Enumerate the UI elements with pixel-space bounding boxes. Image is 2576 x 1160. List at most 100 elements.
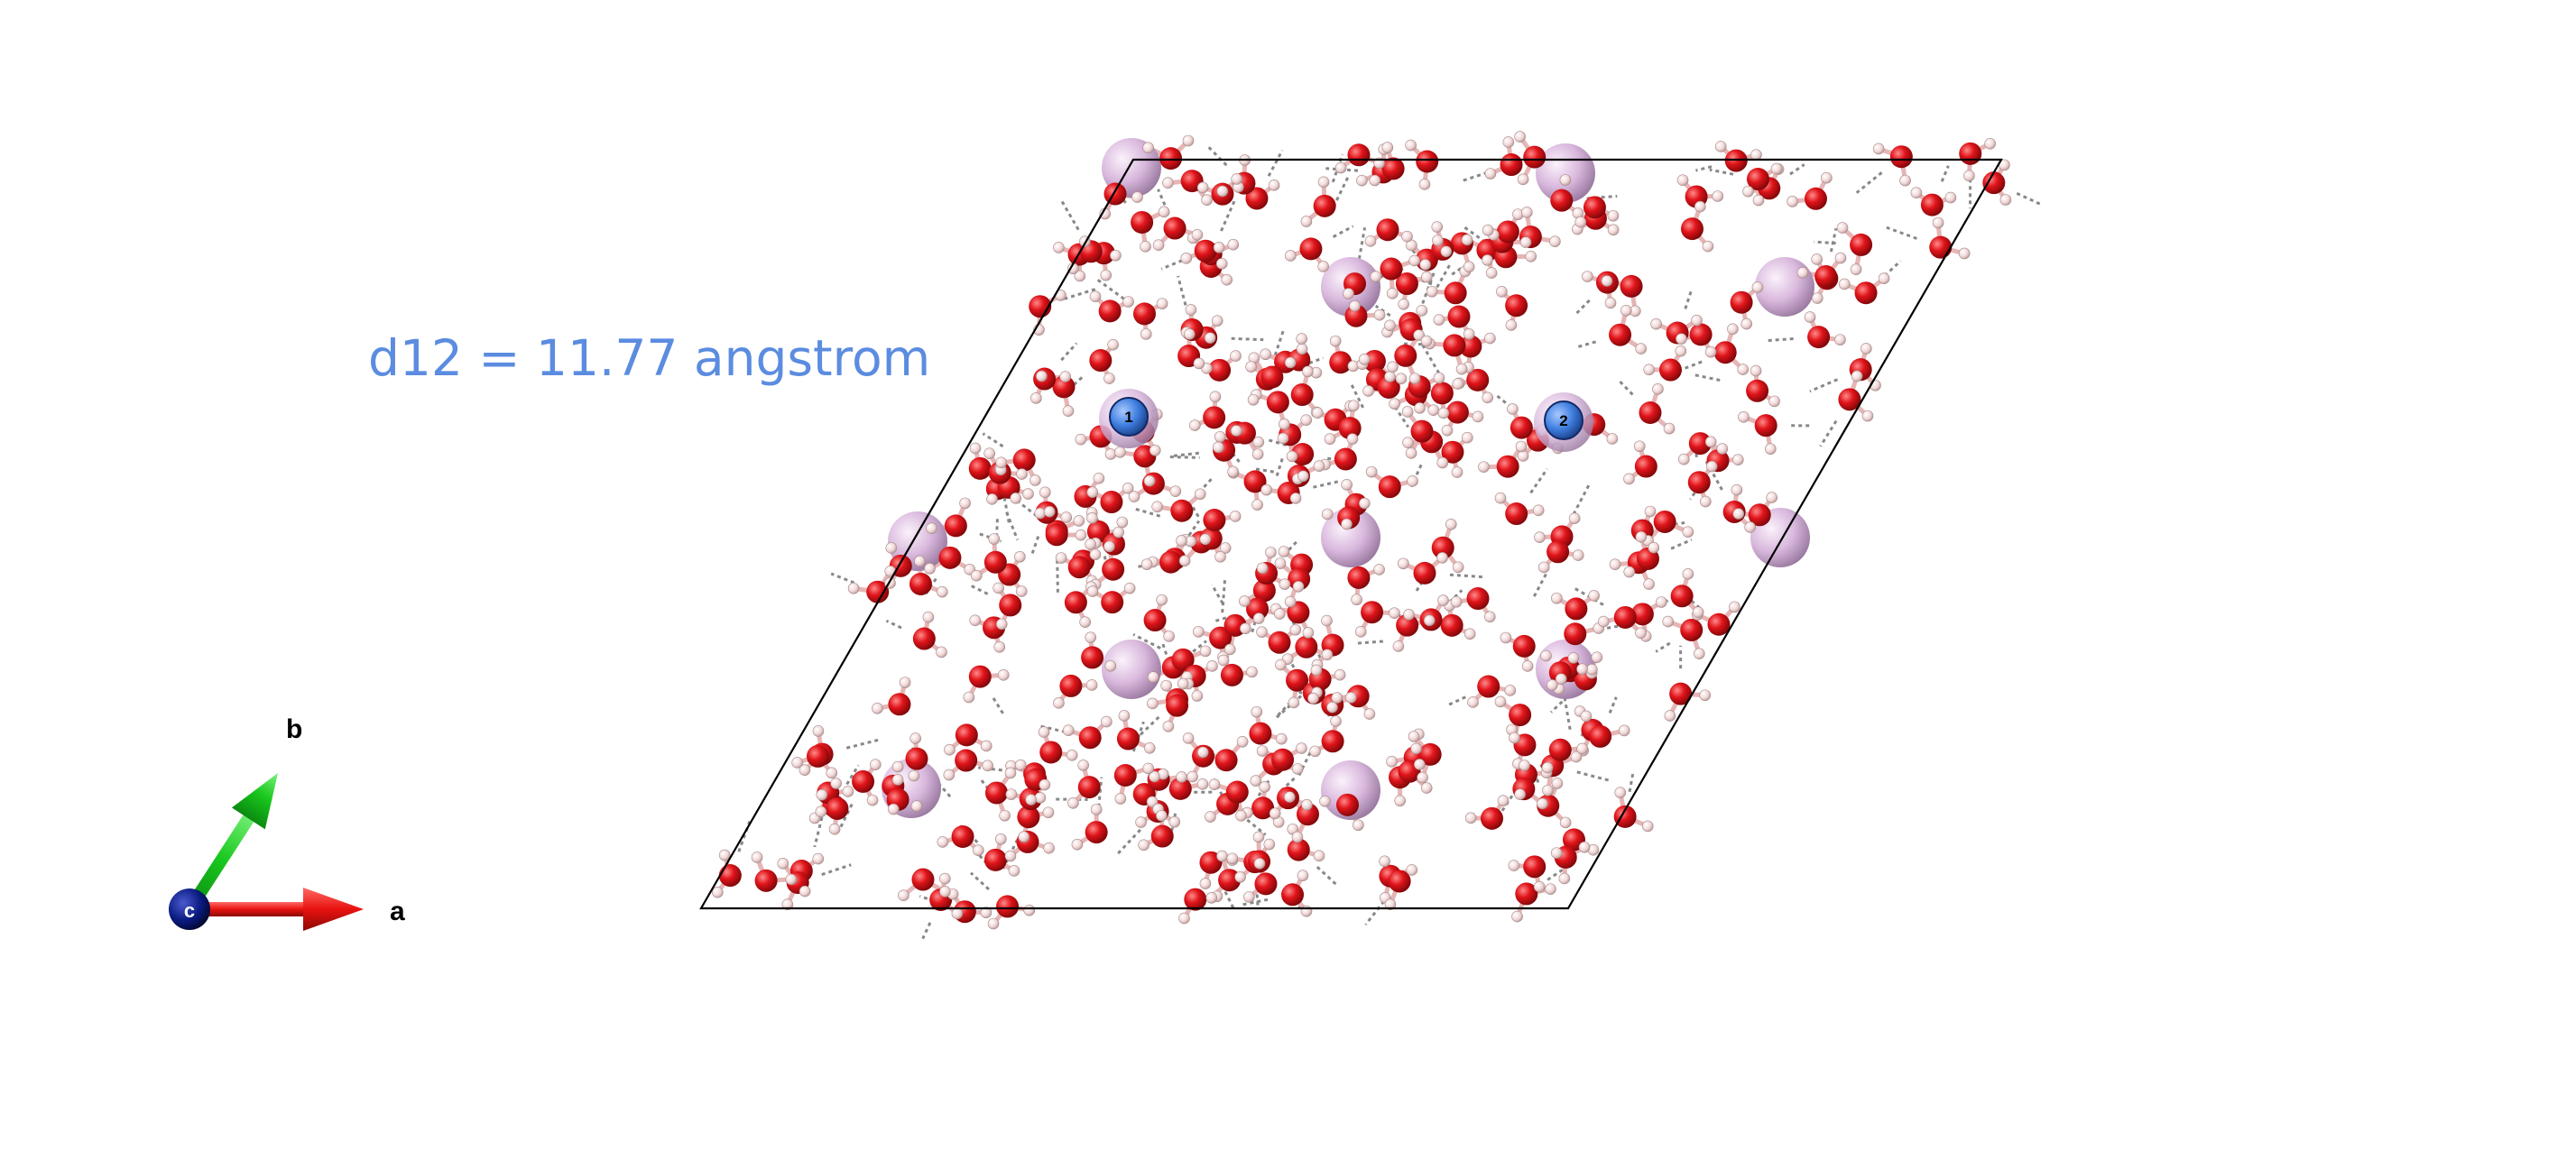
hydrogen-atom (1197, 182, 1208, 193)
hydrogen-bond (1831, 228, 1835, 252)
hydrogen-atom (1119, 710, 1130, 721)
hydrogen-atom (1551, 593, 1562, 603)
hydrogen-atom (1420, 259, 1431, 270)
hydrogen-atom (1408, 731, 1419, 741)
hydrogen-atom (1473, 411, 1483, 422)
hydrogen-atom (1568, 652, 1579, 663)
hydrogen-atom (1355, 626, 1366, 637)
hydrogen-atom (1290, 493, 1301, 503)
oxygen-atom (1013, 448, 1036, 471)
hydrogen-bond (1695, 375, 1722, 381)
hydrogen-atom (1678, 454, 1689, 465)
hydrogen-atom (1074, 515, 1085, 526)
hydrogen-atom (1538, 562, 1549, 573)
hydrogen-atom (1237, 736, 1248, 747)
hydrogen-bond (1610, 697, 1616, 713)
hydrogen-atom (1353, 820, 1363, 831)
hydrogen-bond (1159, 189, 1166, 205)
hydrogen-bond (1565, 697, 1570, 731)
oxygen-atom (1260, 366, 1283, 389)
oxygen-atom (1347, 566, 1370, 589)
hydrogen-atom (1260, 349, 1271, 360)
hydrogen-atom (1218, 655, 1229, 666)
hydrogen-atom (1205, 333, 1215, 344)
hydrogen-atom (1209, 779, 1220, 790)
hydrogen-atom (1453, 562, 1463, 573)
hydrogen-atom (1403, 609, 1414, 620)
hydrogen-atom (1705, 437, 1716, 447)
hydrogen-atom (1343, 289, 1353, 299)
hydrogen-atom (1608, 210, 1619, 221)
hydrogen-atom (712, 887, 723, 898)
hydrogen-atom (1091, 804, 1102, 815)
hydrogen-atom (1303, 627, 1314, 638)
hydrogen-atom (994, 641, 1005, 652)
hydrogen-atom (1279, 579, 1290, 590)
hydrogen-atom (1750, 365, 1761, 376)
hydrogen-atom (1169, 816, 1180, 827)
hydrogen-bond (971, 873, 989, 889)
hydrogen-atom (1419, 179, 1430, 189)
hydrogen-atom (1029, 474, 1040, 485)
hydrogen-atom (1451, 596, 1462, 607)
hydrogen-atom (1162, 178, 1173, 189)
hydrogen-atom (984, 448, 995, 459)
selected-atom-2[interactable]: 2 (1534, 392, 1593, 452)
hydrogen-atom (944, 744, 955, 755)
hydrogen-atom (1080, 617, 1091, 628)
hydrogen-bond (1447, 697, 1465, 705)
hydrogen-atom (1738, 364, 1749, 375)
oxygen-atom (1151, 825, 1174, 848)
hydrogen-atom (1515, 789, 1526, 800)
oxygen-atom (1164, 217, 1186, 240)
hydrogen-atom (1387, 362, 1398, 373)
hydrogen-atom (1321, 615, 1332, 626)
a-axis-label: a (390, 897, 405, 926)
oxygen-atom (1500, 153, 1523, 176)
hydrogen-atom (1683, 568, 1694, 579)
hydrogen-atom (1293, 581, 1304, 592)
selected-atom-1[interactable]: 1 (1099, 389, 1159, 448)
hydrogen-atom (1933, 217, 1944, 228)
hydrogen-atom (892, 774, 903, 785)
hydrogen-atom (1706, 461, 1717, 472)
hydrogen-atom (1140, 241, 1151, 252)
hydrogen-atom (1177, 771, 1187, 782)
hydrogen-atom (1177, 678, 1188, 689)
hydrogen-bond (1207, 145, 1227, 165)
hydrogen-bond (1887, 227, 1917, 238)
hydrogen-bond (1118, 830, 1140, 854)
hydrogen-atom (1437, 552, 1448, 563)
hydrogen-atom (813, 853, 824, 864)
oxygen-atom (1291, 383, 1314, 406)
hydrogen-atom (1421, 336, 1432, 346)
oxygen-atom (1394, 345, 1417, 367)
hydrogen-atom (1636, 531, 1647, 542)
hydrogen-atom (1683, 527, 1694, 538)
hydrogen-atom (1771, 163, 1782, 174)
hydrogen-atom (1101, 270, 1112, 281)
hydrogen-atom (1136, 817, 1147, 828)
hydrogen-atom (1222, 274, 1233, 285)
hydrogen-atom (1851, 371, 1862, 382)
hydrogen-atom (1542, 785, 1553, 796)
hydrogen-atom (926, 523, 937, 534)
oxygen-atom (807, 745, 829, 768)
hydrogen-atom (1506, 319, 1517, 330)
hydrogen-bond (1630, 773, 1633, 792)
oxygen-atom (1203, 406, 1225, 428)
hydrogen-atom (1542, 762, 1553, 773)
hydrogen-atom (1105, 660, 1116, 671)
hydrogen-bond (1942, 166, 1948, 181)
hydrogen-atom (799, 886, 810, 897)
oxygen-atom (1379, 475, 1401, 498)
hydrogen-bond (1007, 512, 1018, 540)
oxygen-atom (969, 666, 992, 688)
hydrogen-atom (1163, 721, 1174, 732)
oxygen-atom (1513, 635, 1536, 658)
oxygen-atom (1505, 502, 1528, 525)
hydrogen-atom (1516, 441, 1527, 452)
hydrogen-atom (1297, 334, 1307, 345)
